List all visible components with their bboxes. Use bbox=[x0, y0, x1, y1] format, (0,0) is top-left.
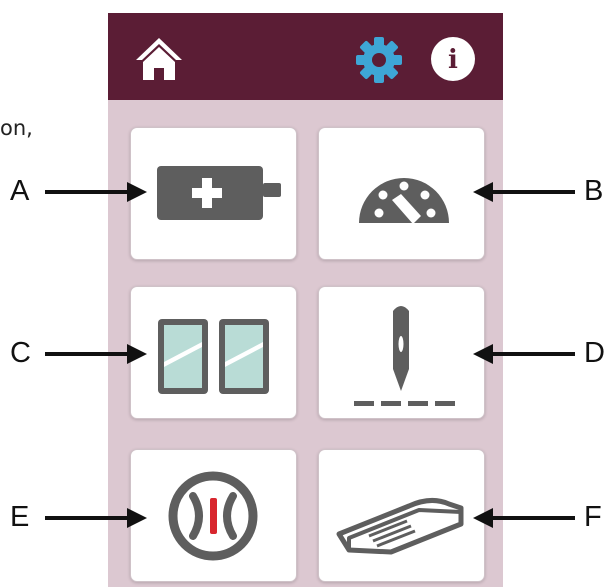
thread-tension-icon bbox=[168, 471, 258, 561]
split-screen-icon bbox=[158, 319, 269, 394]
callout-e: E bbox=[10, 501, 30, 533]
add-program-icon bbox=[157, 166, 281, 220]
tile-d[interactable] bbox=[318, 286, 485, 419]
callout-b: B bbox=[584, 175, 604, 207]
tile-a[interactable] bbox=[130, 127, 297, 260]
info-icon[interactable]: i bbox=[430, 36, 476, 82]
tile-c[interactable] bbox=[130, 286, 297, 419]
top-bar: i bbox=[108, 13, 503, 100]
partial-background-text: on, bbox=[0, 116, 33, 140]
arrow-b bbox=[473, 180, 575, 204]
callout-d: D bbox=[584, 337, 605, 369]
arrow-f bbox=[473, 506, 575, 530]
app-screen: i bbox=[108, 13, 503, 587]
arrow-a bbox=[45, 180, 147, 204]
gear-icon[interactable] bbox=[355, 36, 403, 84]
arrow-c bbox=[45, 342, 147, 366]
tile-f[interactable] bbox=[318, 449, 485, 582]
needle-position-icon bbox=[354, 306, 455, 406]
home-icon[interactable] bbox=[134, 35, 184, 83]
info-glyph: i bbox=[448, 45, 458, 75]
arrow-d bbox=[473, 342, 575, 366]
tile-b[interactable] bbox=[318, 127, 485, 260]
foot-control-icon bbox=[336, 498, 464, 555]
callout-a: A bbox=[10, 175, 30, 207]
callout-f: F bbox=[584, 501, 602, 533]
tile-e[interactable] bbox=[130, 449, 297, 582]
callout-c: C bbox=[10, 337, 31, 369]
speed-gauge-icon bbox=[359, 178, 449, 224]
arrow-e bbox=[45, 506, 147, 530]
